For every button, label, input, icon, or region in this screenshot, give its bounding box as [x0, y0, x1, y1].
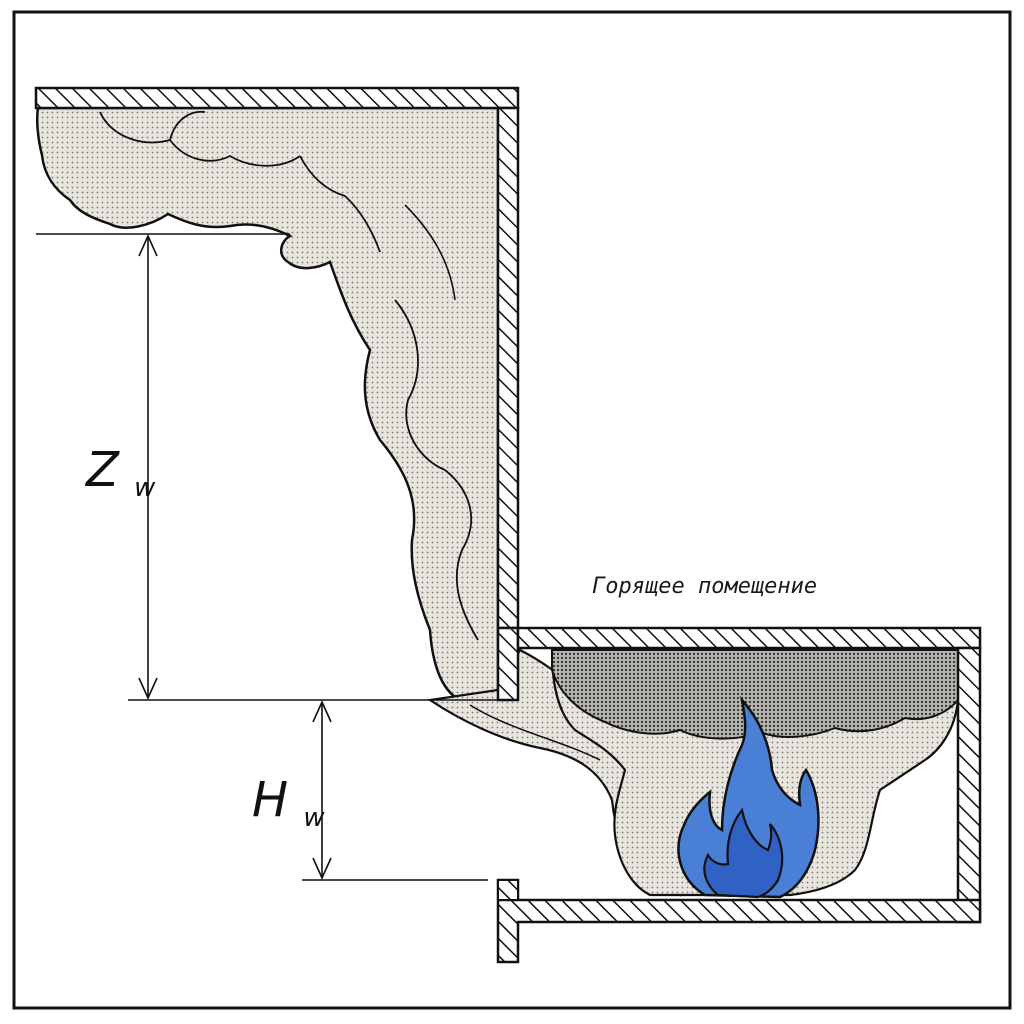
dimension-lines: [36, 233, 498, 881]
zw-arrow-top: [138, 234, 158, 257]
zw-label-sub: w: [134, 473, 156, 503]
zw-label-main: Z: [84, 442, 120, 498]
zw-arrow-bottom: [138, 677, 158, 700]
building-walls: [34, 86, 982, 964]
hw-label: H w: [252, 772, 325, 833]
smoke-channel-line: [469, 704, 601, 761]
room-ceiling-wall: [516, 626, 982, 650]
hw-arrow-bottom: [312, 857, 332, 880]
hw-arrow-top: [312, 700, 332, 723]
opening-sill: [497, 879, 519, 901]
shaft-wall-lower: [496, 626, 520, 702]
smoke-billow-5: [444, 469, 479, 641]
flame-outer: [677, 695, 820, 899]
smoke-billow-1: [99, 110, 206, 144]
room-right-wall: [956, 646, 982, 924]
zw-label: Z w: [84, 442, 156, 503]
hw-label-sub: w: [303, 803, 325, 833]
smoke-billow-3: [299, 155, 381, 253]
smoke-billow-4: [394, 299, 446, 471]
flame-icon: [677, 695, 820, 899]
upper-ceiling-wall: [34, 86, 520, 110]
flame-inner: [703, 807, 784, 899]
upper-smoke-layer: [35, 106, 500, 702]
shaft-wall: [496, 106, 520, 630]
smoke-billow-6: [404, 204, 456, 301]
hw-label-main: H: [252, 772, 288, 828]
smoke-billow-2: [169, 139, 301, 167]
burning-room-label: Горящее помещение: [592, 574, 817, 599]
